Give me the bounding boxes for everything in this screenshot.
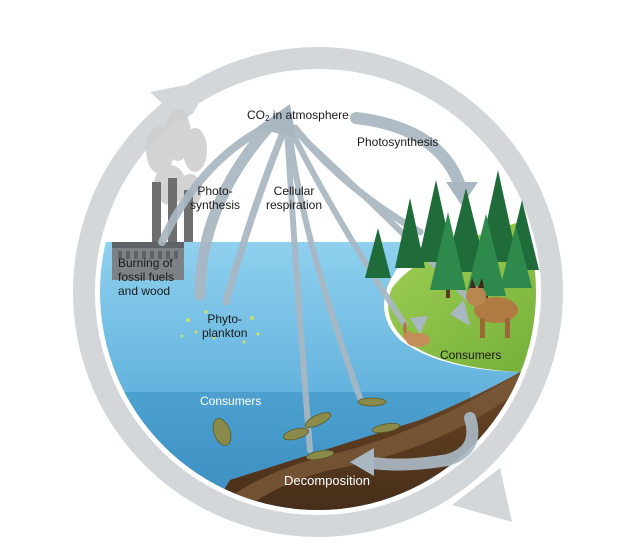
fish-icon <box>212 397 401 461</box>
factory-icon <box>112 178 193 280</box>
phytoplankton-dots <box>180 310 260 344</box>
label-consumers-land: Consumers <box>440 348 502 362</box>
outer-ring <box>73 47 563 537</box>
ring-arrowhead-top-left <box>150 80 212 126</box>
label-consumers-ocean: Consumers <box>200 394 262 408</box>
label-cellular-respiration: Cellular respiration <box>266 184 323 212</box>
label-phytoplankton: Phyto- plankton <box>202 312 248 340</box>
ring-arrowhead-bottom-right <box>452 468 512 522</box>
smoke-icon <box>146 109 207 206</box>
label-co2-in-atmosphere: CO2 in atmosphere <box>247 108 349 123</box>
label-decomposition: Decomposition <box>284 473 370 488</box>
label-photosynthesis-ocean: Photo- synthesis <box>190 184 241 212</box>
label-photosynthesis-land: Photosynthesis <box>357 135 439 149</box>
rabbit-icon <box>403 322 430 347</box>
label-burning-fossil-fuels: Burning of fossil fuels and wood <box>118 256 175 298</box>
lynx-icon <box>466 278 518 338</box>
flow-arrowheads <box>256 104 478 476</box>
tree-icon <box>365 170 539 304</box>
sea-floor <box>180 372 520 510</box>
